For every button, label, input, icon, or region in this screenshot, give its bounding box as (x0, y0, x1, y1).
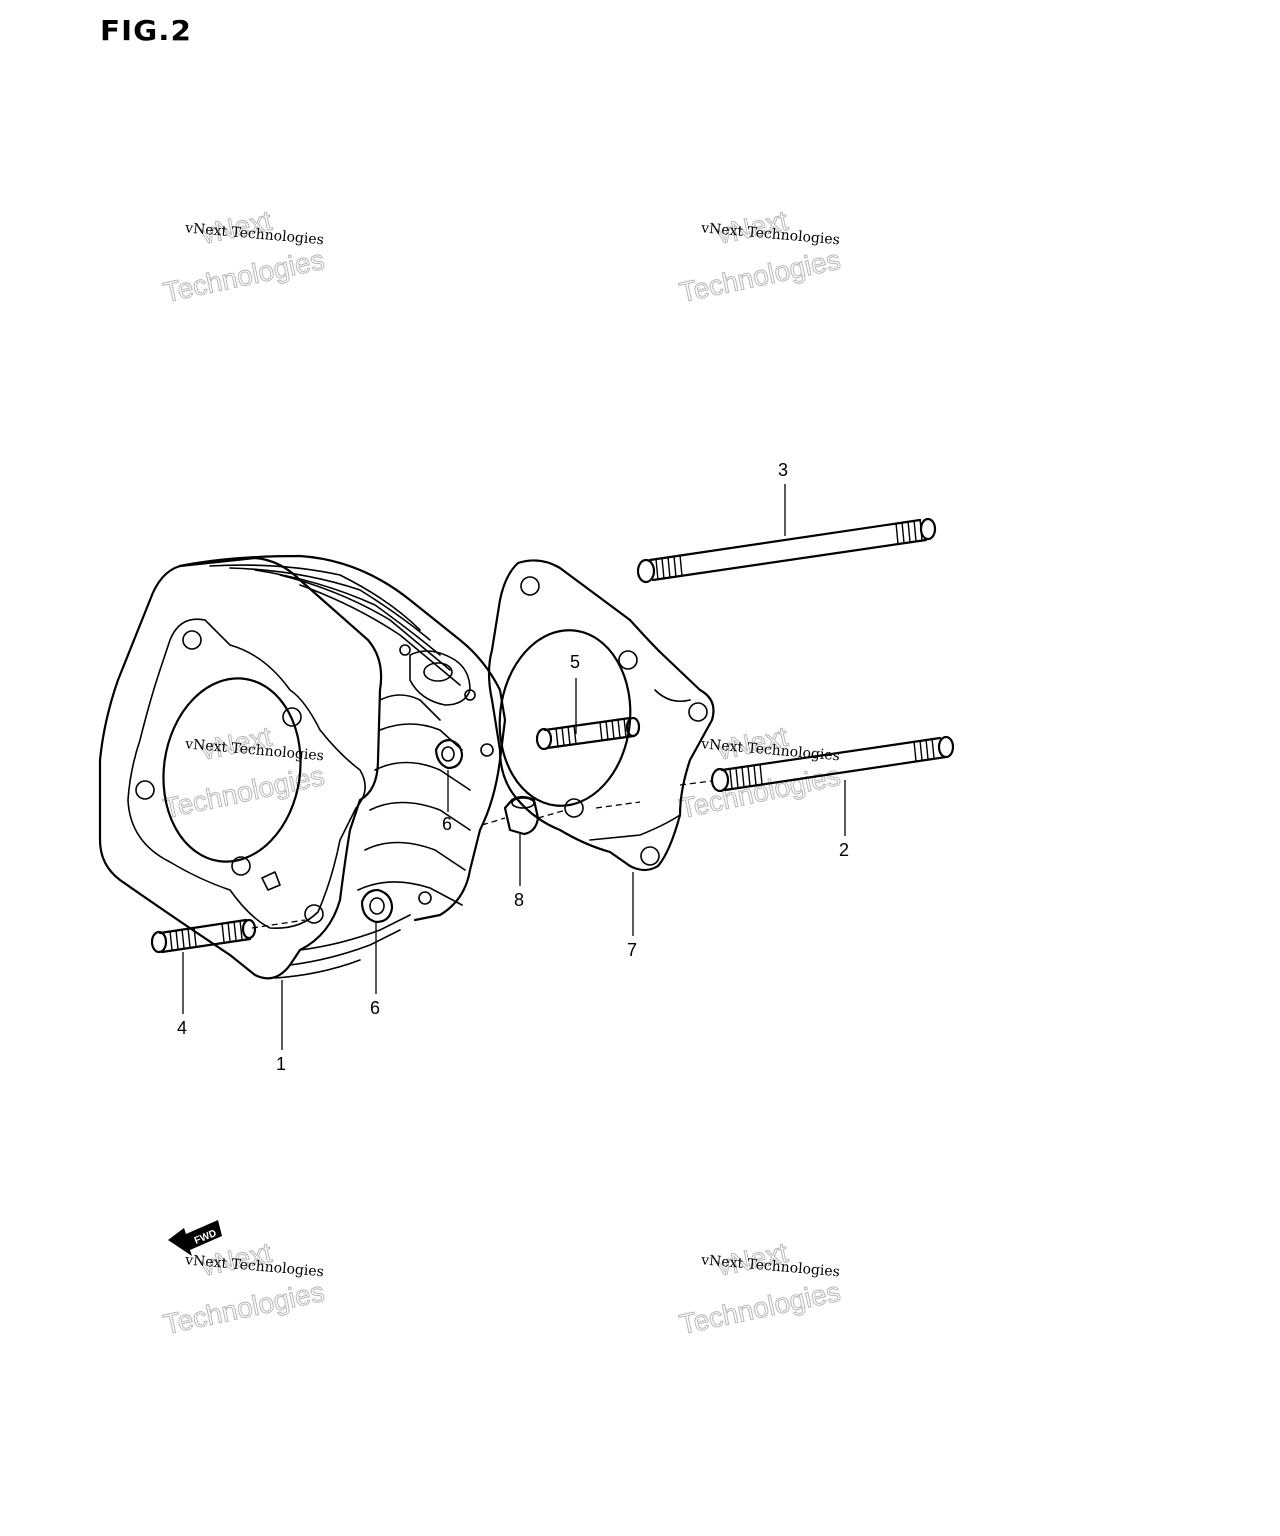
part-7-gasket (487, 559, 715, 872)
callout-7: 7 (627, 940, 637, 960)
callout-4: 4 (177, 1018, 187, 1038)
callout-8: 8 (514, 890, 524, 910)
part-6-dowel-upper (434, 738, 464, 770)
callout-2: 2 (839, 840, 849, 860)
callout-6-upper: 6 (442, 814, 452, 834)
watermark-bottom-right: vNext Technologies vNext Technologies (676, 1236, 843, 1340)
watermark-big-line-2: Technologies (677, 1276, 843, 1340)
part-4-short-stud (150, 918, 257, 954)
part-2-long-stud (710, 735, 955, 793)
figure-title: FIG.2 (100, 14, 193, 47)
watermark-big-line-2: Technologies (161, 760, 327, 824)
watermark-middle-left: vNext Technologies vNext Technologies (160, 720, 327, 824)
callout-5: 5 (570, 652, 580, 672)
leader-lines (182, 484, 846, 1050)
callout-6-lower: 6 (370, 998, 380, 1018)
watermark-big-line-2: Technologies (161, 1276, 327, 1340)
part-5-short-stud (535, 716, 641, 751)
watermark-bottom-left: vNext Technologies vNext Technologies (160, 1236, 327, 1340)
part-6-dowel-lower (360, 888, 394, 924)
part-3-long-stud (636, 517, 937, 584)
watermark-big-line-2: Technologies (161, 244, 327, 308)
callout-1: 1 (276, 1054, 286, 1074)
callout-3: 3 (778, 460, 788, 480)
watermark-middle-right: vNext Technologies vNext Technologies (676, 720, 843, 824)
watermark-top-left: vNext Technologies vNext Technologies (160, 204, 327, 308)
watermark-big-line-2: Technologies (677, 244, 843, 308)
watermark-top-right: vNext Technologies vNext Technologies (676, 204, 843, 308)
part-1-cylinder (98, 554, 507, 980)
